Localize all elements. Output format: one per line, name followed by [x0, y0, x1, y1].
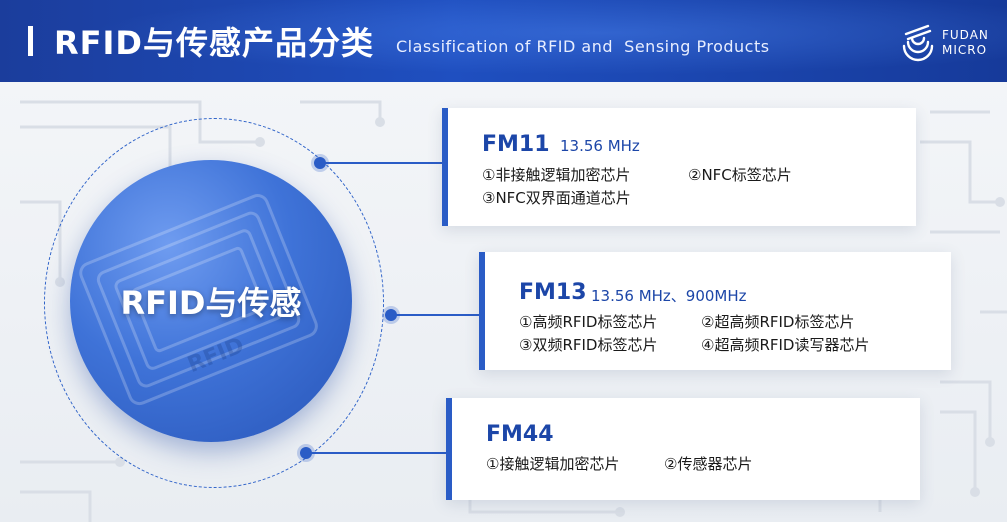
- chip-label: RFID: [184, 333, 248, 378]
- card-accent-edge: [442, 108, 448, 226]
- connector-line-fm13: [391, 314, 481, 316]
- logo-text-line2: MICRO: [942, 43, 988, 57]
- card-frequency: 13.56 MHz、900MHz: [591, 287, 747, 305]
- card-frequency: 13.56 MHz: [560, 137, 640, 155]
- company-logo: FUDAN MICRO: [898, 20, 998, 64]
- product-card-fm13: FM13 13.56 MHz、900MHz ①高频RFID标签芯片 ②超高频RF…: [479, 252, 951, 370]
- card-accent-edge: [446, 398, 452, 500]
- hub-title: RFID与传感: [120, 284, 302, 322]
- orbit-ring: [44, 118, 384, 488]
- page-title: RFID与传感产品分类: [54, 24, 374, 62]
- card-item: ②超高频RFID标签芯片: [701, 313, 855, 331]
- header-glow: [0, 0, 1007, 82]
- connector-line-fm11: [320, 162, 444, 164]
- card-item: ③双频RFID标签芯片: [519, 336, 658, 354]
- logo-text-line1: FUDAN: [942, 28, 989, 42]
- card-item: ①接触逻辑加密芯片: [486, 455, 620, 473]
- title-accent-bar: [28, 26, 33, 56]
- connector-dot-fm11: [314, 157, 326, 169]
- rfid-chip-icon: RFID: [79, 194, 318, 406]
- page-subtitle: Classification of RFID and Sensing Produ…: [396, 37, 770, 56]
- card-item: ④超高频RFID读写器芯片: [701, 336, 870, 354]
- card-model: FM13: [519, 280, 587, 305]
- logo-text: FUDAN MICRO: [942, 28, 989, 58]
- rfid-sensing-hub: RFID RFID与传感: [70, 160, 352, 442]
- card-item: ①高频RFID标签芯片: [519, 313, 658, 331]
- card-item: ②传感器芯片: [664, 455, 753, 473]
- card-model: FM11: [482, 132, 550, 157]
- card-item: ②NFC标签芯片: [688, 166, 792, 184]
- connector-dot-fm13: [385, 309, 397, 321]
- card-model: FM44: [486, 422, 554, 447]
- card-item: ③NFC双界面通道芯片: [482, 189, 631, 207]
- product-card-fm44: FM44 ①接触逻辑加密芯片 ②传感器芯片: [446, 398, 920, 500]
- fudan-micro-logo-icon: [902, 24, 934, 62]
- header-banner: RFID与传感产品分类 Classification of RFID and S…: [0, 0, 1007, 82]
- connector-dot-fm44: [300, 447, 312, 459]
- card-item: ①非接触逻辑加密芯片: [482, 166, 631, 184]
- product-card-fm11: FM11 13.56 MHz ①非接触逻辑加密芯片 ②NFC标签芯片 ③NFC双…: [442, 108, 916, 226]
- connector-line-fm44: [306, 452, 448, 454]
- card-accent-edge: [479, 252, 485, 370]
